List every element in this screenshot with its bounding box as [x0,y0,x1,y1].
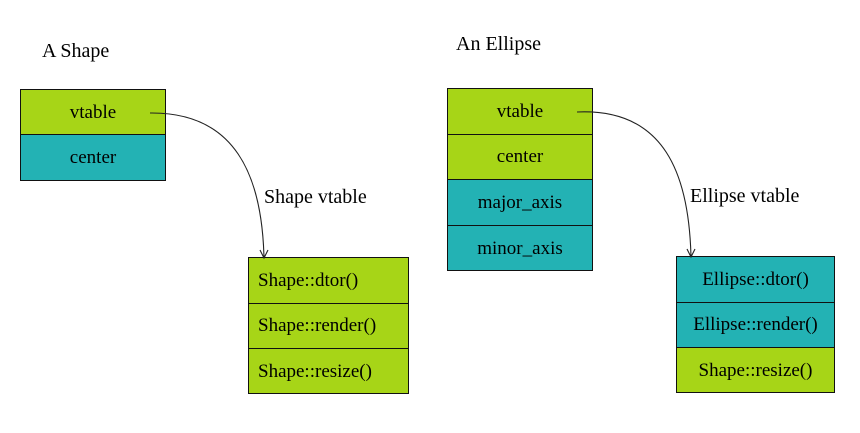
ellipse-object-title: An Ellipse [456,33,541,55]
ellipse-vtable-title: Ellipse vtable [690,185,800,207]
shape-field-vtable: vtable [21,90,165,135]
shape-vtable-entry-render: Shape::render() [249,303,408,349]
shape-vtable-title: Shape vtable [264,186,367,208]
ellipse-vtable-entry-resize: Shape::resize() [677,348,834,392]
ellipse-field-center: center [448,134,592,180]
ellipse-object-box: vtable center major_axis minor_axis [447,88,593,271]
ellipse-field-minor-axis: minor_axis [448,225,592,270]
ellipse-field-major-axis: major_axis [448,180,592,226]
shape-vtable-entry-resize: Shape::resize() [249,349,408,393]
shape-field-center: center [21,135,165,180]
ellipse-vtable-entry-render: Ellipse::render() [677,302,834,348]
shape-object-box: vtable center [20,89,166,181]
ellipse-vtable-entry-dtor: Ellipse::dtor() [677,257,834,303]
ellipse-vtable-pointer-arrow [576,111,692,258]
shape-vtable-pointer-arrow [149,112,265,259]
ellipse-vtable-box: Ellipse::dtor() Ellipse::render() Shape:… [676,256,835,393]
ellipse-field-vtable: vtable [448,89,592,135]
shape-object-title: A Shape [42,40,110,62]
shape-vtable-box: Shape::dtor() Shape::render() Shape::res… [248,257,409,394]
shape-vtable-entry-dtor: Shape::dtor() [249,258,408,304]
